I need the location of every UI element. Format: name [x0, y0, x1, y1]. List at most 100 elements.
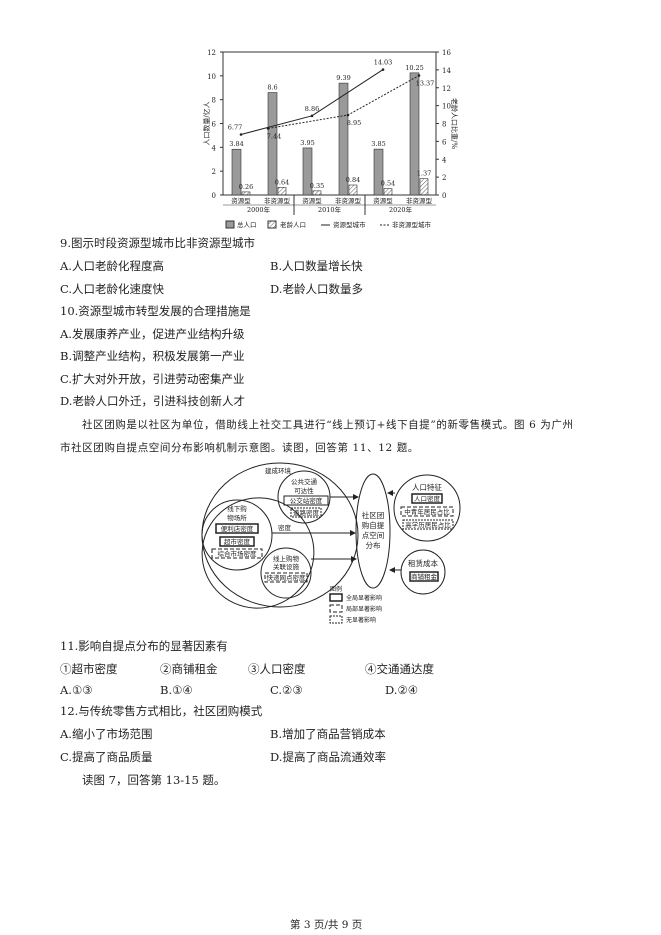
- market-density-box: 综合市场密度: [218, 549, 258, 558]
- legend-item: 无显著影响: [346, 616, 376, 624]
- line-point: [266, 127, 270, 130]
- year-label: 2010年: [318, 205, 342, 214]
- bar-total: [231, 148, 242, 196]
- online-circle: [260, 547, 312, 599]
- q11-option-d: D.②④: [385, 683, 419, 697]
- bar-elderly: [241, 191, 251, 196]
- q9-option-d: D.老龄人口数量多: [270, 282, 363, 296]
- bar-total-label: 10.25: [405, 64, 424, 72]
- y-tick-label: 4: [212, 144, 217, 152]
- y2-tick-label: 16: [442, 49, 451, 57]
- q11-option-b: B.①④: [160, 683, 193, 697]
- built-env-label: 建成环境: [265, 466, 292, 475]
- q10-option-d: D.老龄人口外迁，引进科技创新人才: [60, 394, 245, 408]
- q12-option-b: B.增加了商品营销成本: [270, 727, 386, 741]
- express-density-box: 快递网点密度: [267, 573, 307, 582]
- y2-tick-label: 14: [442, 67, 451, 75]
- q11-option-c: C.②③: [270, 683, 303, 697]
- line-point: [381, 68, 385, 71]
- bar-total: [302, 147, 313, 196]
- y2-axis-label: 老龄人口比重/%: [450, 98, 459, 149]
- q11-item: ①超市密度: [60, 662, 118, 676]
- shop-rent-box: 商铺租金: [411, 572, 438, 581]
- y-tick-label: 6: [212, 121, 217, 129]
- legend-swatch-elderly: [267, 220, 277, 229]
- type-label: 资源型: [231, 196, 251, 205]
- rent-label: 租赁成本: [408, 558, 438, 568]
- q9-stem: 9.图示时段资源型城市比非资源型城市: [60, 236, 255, 250]
- type-label: 非资源型: [406, 196, 433, 205]
- q11-option-a: A.①③: [60, 683, 93, 697]
- road-density-box: 道路密度: [293, 508, 320, 517]
- bar-total-label: 8.6: [267, 84, 277, 92]
- y2-tick-label: 2: [442, 174, 446, 182]
- center-label: 社区团: [362, 510, 385, 520]
- pop-circle: [393, 474, 461, 542]
- bar-total-label: 3.95: [300, 139, 314, 147]
- line-label: 8.86: [305, 105, 319, 113]
- y-axis-label: 人口数量/亿人: [202, 101, 211, 145]
- q12-stem: 12.与传统零售方式相比，社区团购模式: [60, 704, 263, 718]
- plot-frame: [222, 51, 437, 196]
- type-label: 资源型: [373, 196, 393, 205]
- page-footer: 第 3 页/共 9 页: [290, 919, 363, 931]
- next-instruction: 读图 7，回答第 13-15 题。: [82, 773, 226, 787]
- pop-density-box: 人口密度: [414, 494, 441, 503]
- center-label: 点空间: [362, 530, 385, 540]
- bar-elderly: [312, 190, 322, 196]
- bar-elderly-label: 1.37: [417, 170, 431, 178]
- line-point: [310, 114, 314, 118]
- center-label: 购自提: [362, 520, 385, 530]
- supermarket-density-box: 超市密度: [224, 537, 251, 546]
- y2-tick-label: 0: [442, 192, 446, 200]
- offline-circle: [201, 499, 273, 571]
- transit-label: 可达性: [294, 486, 314, 495]
- intro-line-2: 市社区团购自提点空间分布影响机制示意图。读图，回答第 11、12 题。: [60, 442, 419, 454]
- year-label: 2000年: [247, 205, 271, 214]
- bar-elderly: [277, 187, 287, 196]
- line-point: [346, 113, 350, 117]
- y2-tick-label: 12: [442, 85, 451, 93]
- bar-total: [338, 82, 349, 196]
- online-label: 线上购物: [273, 554, 300, 563]
- bar-total: [409, 72, 420, 196]
- youth-ratio-box: 中青年居民占比: [404, 507, 450, 516]
- legend-item: 局部显著影响: [346, 605, 382, 613]
- legend-label: 资源型城市: [333, 220, 366, 229]
- legend-item: 全局显著影响: [346, 594, 382, 602]
- rent-circle: [400, 549, 446, 595]
- bar-elderly-label: 0.64: [275, 178, 289, 186]
- y2-tick-label: 6: [442, 138, 447, 146]
- line-label: 13.37: [416, 80, 435, 88]
- q10-option-b: B.调整产业结构，积极发展第一产业: [60, 349, 245, 363]
- bar-total: [373, 148, 384, 196]
- type-label: 非资源型: [264, 196, 291, 205]
- y2-tick-label: 10: [442, 103, 451, 111]
- density-label: 密度: [278, 523, 292, 532]
- offline-label: 物场所: [227, 513, 247, 522]
- q12-option-d: D.提高了商品流通效率: [270, 750, 386, 764]
- bus-density-box: 公交站密度: [290, 496, 323, 505]
- center-label: 分布: [366, 540, 381, 550]
- population-chart: 0246810120246810121416人口数量/亿人老龄人口比重/%200…: [202, 49, 459, 229]
- legend-label: 非资源型城市: [392, 220, 432, 229]
- type-label: 资源型: [302, 196, 322, 205]
- q10-option-a: A.发展康养产业，促进产业结构升级: [60, 327, 245, 341]
- bar-total: [267, 92, 278, 196]
- edu-ratio-box: 高学历居民占比: [405, 520, 451, 529]
- intro-line-1: 社区团购是以社区为单位，借助线上社交工具进行“线上预订+线下自提”的新零售模式。…: [82, 419, 574, 431]
- y-tick-label: 0: [212, 192, 216, 200]
- y-tick-label: 12: [207, 49, 216, 57]
- y-tick-label: 2: [212, 168, 216, 176]
- legend-label: 总人口: [237, 220, 257, 229]
- bar-elderly-label: 0.84: [346, 176, 360, 184]
- bar-elderly: [383, 188, 393, 196]
- transit-label: 公共交通: [291, 477, 318, 486]
- bar-total-label: 3.84: [229, 140, 243, 148]
- q9-option-b: B.人口数量增长快: [270, 259, 363, 273]
- q11-stem: 11.影响自提点分布的显著因素有: [60, 639, 228, 653]
- center-ellipse: [355, 473, 391, 589]
- q10-stem: 10.资源型城市转型发展的合理措施是: [60, 304, 251, 318]
- q9-option-c: C.人口老龄化速度快: [60, 282, 165, 296]
